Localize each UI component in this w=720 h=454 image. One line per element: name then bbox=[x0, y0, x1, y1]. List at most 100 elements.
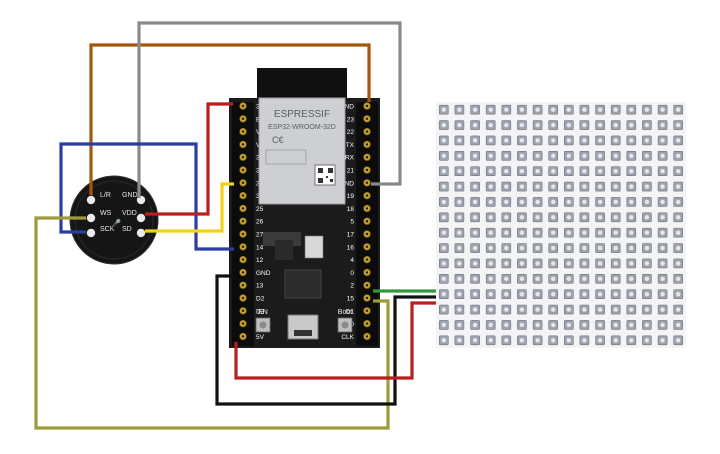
pin-hole bbox=[365, 207, 369, 210]
right-pin-label: TX bbox=[346, 142, 355, 149]
pin-hole bbox=[241, 245, 245, 248]
led-lens bbox=[535, 292, 540, 297]
led-lens bbox=[519, 292, 525, 297]
led-lens bbox=[504, 276, 509, 281]
led-lens bbox=[519, 276, 525, 281]
module-model: ESP32-WROOM-32D bbox=[268, 124, 336, 131]
mic-pad-sd bbox=[136, 228, 146, 238]
led-lens bbox=[660, 307, 665, 312]
led-lens bbox=[551, 169, 556, 174]
led-lens bbox=[457, 153, 462, 158]
led-lens bbox=[597, 307, 603, 312]
led-lens bbox=[676, 199, 681, 205]
led-lens bbox=[504, 184, 509, 189]
led-lens bbox=[488, 138, 493, 143]
pin-hole bbox=[365, 245, 369, 248]
led-lens bbox=[457, 245, 462, 251]
led-lens bbox=[676, 169, 681, 174]
pin-hole bbox=[241, 207, 245, 210]
led-lens bbox=[597, 122, 603, 128]
led-lens bbox=[551, 184, 556, 189]
led-lens bbox=[488, 215, 493, 220]
led-lens bbox=[457, 107, 462, 112]
led-lens bbox=[551, 122, 556, 128]
wire-brown-lr bbox=[89, 43, 371, 195]
pin-hole bbox=[241, 181, 245, 184]
en-label: EN bbox=[258, 309, 268, 316]
led-lens bbox=[488, 338, 493, 343]
led-lens bbox=[629, 215, 634, 220]
led-lens bbox=[676, 138, 681, 143]
right-pin-label: 5 bbox=[350, 219, 354, 226]
led-lens bbox=[551, 292, 556, 297]
led-lens bbox=[566, 322, 571, 328]
right-pin-label: 23 bbox=[347, 116, 355, 123]
led-lens bbox=[566, 292, 571, 297]
pin-hole bbox=[365, 271, 369, 274]
led-lens bbox=[676, 107, 681, 112]
mic-pad-lr bbox=[86, 195, 96, 205]
led-lens bbox=[676, 292, 681, 297]
led-lens bbox=[629, 230, 634, 235]
pin-hole bbox=[365, 322, 369, 325]
pin-hole bbox=[241, 271, 245, 274]
right-pin-label: D1 bbox=[346, 308, 355, 315]
mic-label-sck: SCK bbox=[100, 226, 115, 233]
led-lens bbox=[644, 322, 650, 328]
wire-red-5v bbox=[234, 301, 436, 380]
led-lens bbox=[488, 276, 493, 281]
pin-hole bbox=[241, 130, 245, 133]
led-lens bbox=[535, 122, 540, 128]
right-pin-label: 21 bbox=[347, 168, 355, 175]
led-lens bbox=[629, 276, 634, 281]
led-lens bbox=[472, 261, 478, 266]
led-lens bbox=[597, 153, 603, 158]
led-lens bbox=[551, 307, 556, 312]
led-lens bbox=[582, 322, 587, 328]
led-lens bbox=[519, 107, 525, 112]
led-lens bbox=[644, 245, 650, 251]
led-lens bbox=[488, 122, 493, 128]
led-lens bbox=[582, 122, 587, 128]
led-lens bbox=[644, 199, 650, 205]
led-lens bbox=[535, 199, 540, 205]
led-lens bbox=[582, 338, 587, 343]
wire-blue-sck bbox=[59, 142, 234, 251]
led-lens bbox=[551, 153, 556, 158]
boot-button-cap bbox=[341, 321, 349, 329]
led-lens bbox=[676, 245, 681, 251]
right-pin-label: 18 bbox=[347, 206, 355, 213]
led-lens bbox=[441, 199, 446, 205]
led-lens bbox=[613, 230, 618, 235]
pin-hole bbox=[365, 181, 369, 184]
wire-gray-gnd bbox=[137, 21, 402, 198]
led-lens bbox=[644, 230, 650, 235]
led-lens bbox=[472, 122, 478, 128]
right-pin-label: 19 bbox=[347, 193, 355, 200]
mic-label-ws: WS bbox=[100, 210, 112, 217]
led-lens bbox=[535, 138, 540, 143]
led-lens bbox=[613, 138, 618, 143]
pin-hole bbox=[365, 143, 369, 146]
led-lens bbox=[566, 169, 571, 174]
right-pin-label: GND bbox=[340, 104, 355, 111]
led-lens bbox=[629, 153, 634, 158]
led-lens bbox=[613, 107, 618, 112]
led-lens bbox=[582, 215, 587, 220]
led-lens bbox=[660, 215, 665, 220]
led-lens bbox=[551, 322, 556, 328]
led-lens bbox=[519, 153, 525, 158]
led-lens bbox=[613, 199, 618, 205]
led-lens bbox=[457, 122, 462, 128]
pin-hole bbox=[365, 130, 369, 133]
led-lens bbox=[488, 199, 493, 205]
led-lens bbox=[551, 245, 556, 251]
left-pin-label: 5V bbox=[256, 334, 265, 341]
pin-hole bbox=[365, 168, 369, 172]
left-pin-label: GND bbox=[256, 270, 271, 277]
led-lens bbox=[629, 261, 634, 266]
pin-hole bbox=[365, 296, 369, 300]
led-lens bbox=[566, 230, 571, 235]
esp32-board: 3V3ENVPVN343532332526271412GND13D2D3CMD5… bbox=[229, 68, 380, 348]
